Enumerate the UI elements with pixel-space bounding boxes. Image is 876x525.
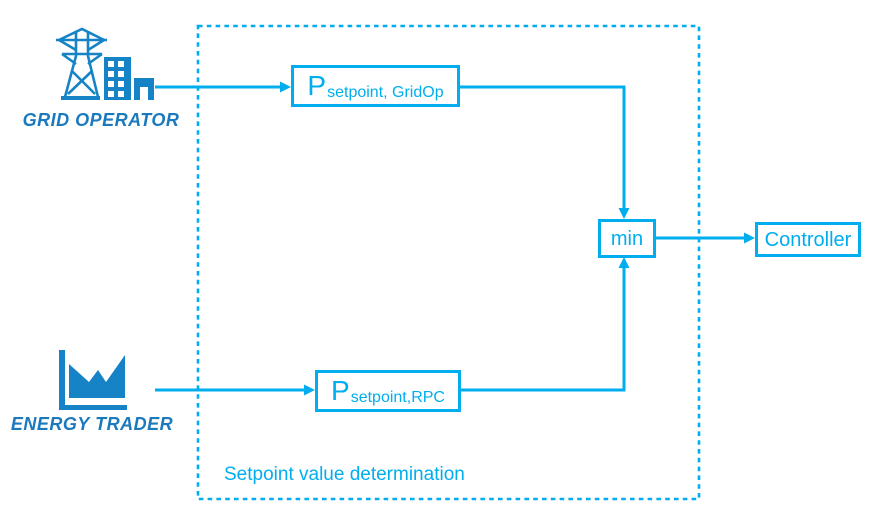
transmission-tower-buildings-icon [56, 27, 154, 100]
price-curve-area [69, 355, 125, 398]
setpoint-gridop-symbol: P [307, 70, 327, 101]
arrow-setpoint-rpc-to-min [460, 257, 630, 392]
arrow-gridop-to-setpoint-box [155, 81, 291, 93]
energy-trader-label: ENERGY TRADER [10, 414, 174, 434]
controller-box: Controller [755, 222, 861, 257]
market-area-chart-icon [59, 350, 127, 410]
transmission-tower [56, 27, 107, 100]
setpoint-determination-caption: Setpoint value determination [224, 464, 465, 485]
arrow-trader-to-setpoint-box [155, 384, 315, 396]
buildings [104, 57, 154, 100]
controller-label: Controller [764, 228, 852, 251]
grid-operator-label: GRID OPERATOR [22, 110, 180, 130]
min-box: min [598, 219, 656, 258]
setpoint-gridop-subscript: setpoint, GridOp [327, 84, 444, 101]
setpoint-rpc-subscript: setpoint,RPC [350, 389, 445, 406]
min-label: min [610, 227, 644, 250]
chart-axes [59, 350, 127, 410]
setpoint-rpc-symbol: P [331, 375, 350, 406]
setpoint-determination-dashed-border [196, 24, 701, 501]
arrow-min-to-controller [656, 232, 755, 244]
arrow-setpoint-gridop-to-min [460, 85, 630, 219]
